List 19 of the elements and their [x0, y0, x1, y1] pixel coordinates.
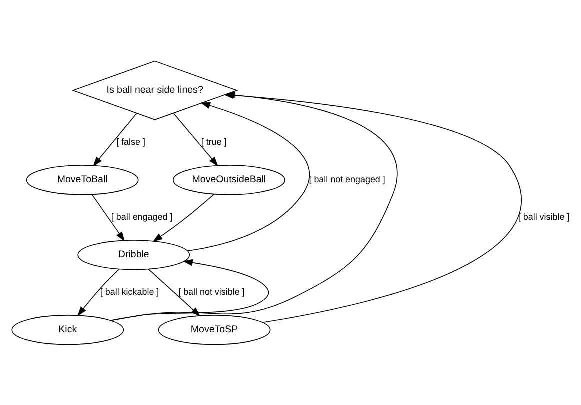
node-ellipse: MoveOutsideBall [173, 164, 286, 195]
edge-label: [ ball engaged ] [111, 211, 173, 222]
node-ellipse: MoveToBall [26, 164, 139, 195]
arrow [187, 102, 310, 251]
arrow [173, 112, 218, 166]
arrow [92, 194, 125, 242]
edge-label: [ ball not engaged ] [309, 174, 386, 184]
arrow [78, 268, 120, 316]
node-ellipse: Kick [12, 314, 124, 345]
edge-label: [ ball not visible ] [178, 286, 245, 296]
edge-label: [ false ] [116, 136, 146, 146]
node-diamond: Is ball near side lines? [72, 60, 238, 120]
arrow [110, 258, 270, 321]
arrow [152, 193, 215, 242]
node-ellipse: MoveToSP [158, 314, 271, 345]
edge-label: [ true ] [201, 136, 227, 146]
arrow [93, 112, 138, 166]
node-ellipse: Dribble [78, 240, 190, 270]
edge-label: [ ball kickable ] [100, 286, 160, 296]
